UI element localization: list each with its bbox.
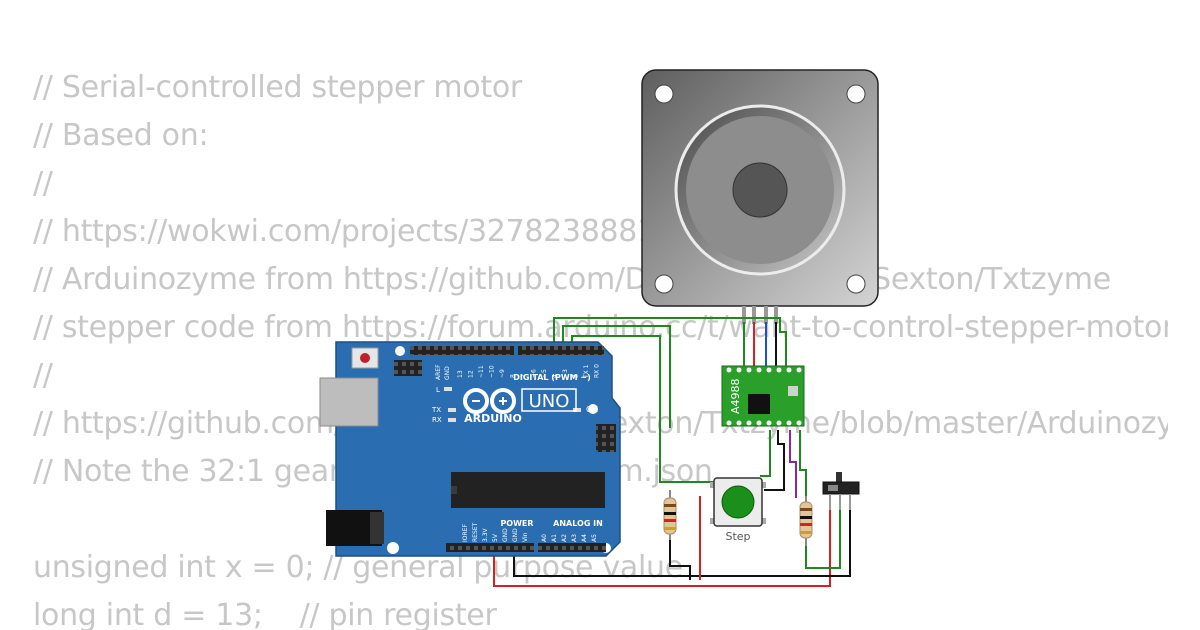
digital-pin-label: ~6: [531, 369, 538, 378]
arduino-logo-icon: [463, 388, 516, 414]
analog-label: ANALOG IN: [553, 519, 603, 528]
analog-pin-label: A0: [541, 534, 548, 542]
driver-chip: [748, 394, 770, 414]
analog-pin-label: A3: [571, 534, 578, 542]
button-label: Step: [725, 530, 750, 543]
digital-header-left[interactable]: [410, 346, 514, 355]
code-line: // Based on:: [33, 118, 209, 153]
tx-led-label: TX: [431, 406, 441, 414]
code-line: //: [33, 166, 53, 201]
board-model-label: UNO: [529, 391, 570, 412]
icsp-header: [394, 360, 422, 376]
board-brand-label: ARDUINO: [464, 412, 522, 425]
power-pin-label: 5V: [492, 533, 499, 542]
digital-pin-label: 4: [552, 374, 559, 378]
digital-pin-label: ~3: [562, 369, 569, 378]
digital-pin-label: 13: [457, 370, 464, 378]
digital-header-right[interactable]: [518, 346, 604, 355]
code-line: long int d = 13; // pin register: [33, 598, 497, 630]
code-line: //: [33, 358, 53, 393]
rx-led-label: RX: [432, 416, 442, 424]
analog-pin-label: A5: [591, 534, 598, 542]
usb-connector: [319, 377, 379, 427]
code-line: // Serial-controlled stepper motor: [33, 70, 522, 105]
aref-pin-label: AREF: [435, 364, 442, 380]
step-pushbutton[interactable]: Step: [710, 477, 766, 543]
power-pin-label: 3.3V: [482, 527, 489, 542]
power-pin-label: Vin: [522, 532, 529, 542]
resistor-right[interactable]: [799, 496, 813, 546]
digital-pin-label: 8: [510, 374, 517, 378]
analog-header[interactable]: [538, 543, 606, 552]
power-pin-label: GND: [512, 528, 519, 542]
slide-switch[interactable]: [822, 472, 860, 510]
digital-pin-label: ~10: [489, 365, 496, 378]
stepper-motor[interactable]: [641, 69, 879, 324]
a4988-driver[interactable]: A4988: [721, 365, 805, 427]
current-pot[interactable]: [788, 386, 798, 396]
digital-pin-label: ~5: [541, 369, 548, 378]
resistor-left[interactable]: [663, 490, 677, 540]
on-led-label: ON: [586, 405, 598, 414]
digital-pin-label: 7: [520, 374, 527, 378]
digital-pin-label: ~9: [499, 369, 506, 378]
digital-pin-label: RX 0: [594, 364, 601, 378]
atmega-chip: [451, 472, 605, 508]
power-header[interactable]: [446, 543, 534, 552]
gnd-pin-label: GND: [444, 366, 451, 380]
power-pin-label: GND: [502, 528, 509, 542]
digital-pin-label: ~11: [478, 365, 485, 378]
l-led-label: L: [436, 386, 440, 394]
digital-pin-label: 2: [573, 374, 580, 378]
icsp-header: [596, 424, 616, 452]
button-cap[interactable]: [721, 485, 755, 519]
arduino-uno-board[interactable]: UNO ARDUINO DIGITAL (PWM ~) POWER ANALOG…: [319, 341, 621, 557]
analog-pin-label: A4: [581, 534, 588, 542]
digital-label: DIGITAL (PWM ~): [513, 373, 591, 382]
wires: [493, 317, 851, 587]
power-label: POWER: [500, 519, 533, 528]
driver-label: A4988: [729, 378, 742, 414]
power-pin-label: RESET: [472, 522, 479, 542]
analog-pin-label: A1: [551, 534, 558, 542]
digital-pin-label: TX 1: [583, 364, 590, 379]
digital-pin-label: 12: [468, 370, 475, 378]
power-pin-label: IOREF: [462, 524, 469, 542]
analog-pin-label: A2: [561, 534, 568, 542]
